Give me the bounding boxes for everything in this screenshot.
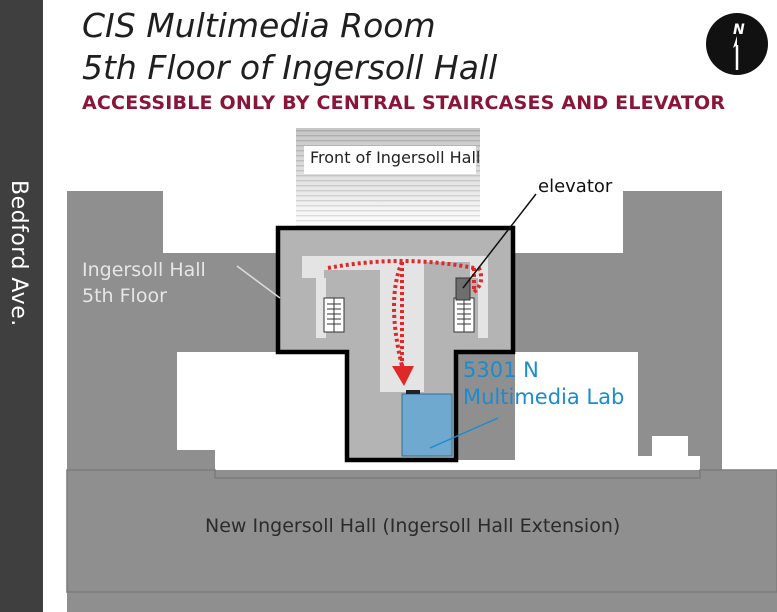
new-ingersoll-hall — [66, 469, 777, 593]
front-of-ingersoll-label: Front of Ingersoll Hall — [310, 148, 481, 167]
ingersoll-hall-floor: 5th Floor — [82, 284, 167, 307]
courtyard — [177, 352, 700, 470]
page-subtitle-floor: 5th Floor of Ingersoll Hall — [82, 48, 498, 87]
bedford-ave-street — [0, 0, 43, 612]
compass-letter: N — [733, 22, 745, 38]
street-label: Bedford Ave. — [6, 180, 31, 327]
access-note: ACCESSIBLE ONLY BY CENTRAL STAIRCASES AN… — [82, 92, 726, 114]
north-arrow-icon: N — [706, 13, 768, 75]
page-title: CIS Multimedia Room — [82, 6, 436, 45]
route-path — [327, 259, 484, 367]
new-ingersoll-label: New Ingersoll Hall (Ingersoll Hall Exten… — [205, 515, 621, 537]
ingersoll-hall-name: Ingersoll Hall — [82, 259, 206, 281]
west-staircase — [323, 297, 345, 333]
ingersoll-hall-label: Ingersoll Hall 5th Floor — [82, 258, 206, 309]
multimedia-lab-label: 5301 N Multimedia Lab — [463, 357, 624, 412]
multimedia-lab-room — [402, 394, 452, 456]
lab-room-number: 5301 N — [463, 358, 539, 382]
lab-room-name: Multimedia Lab — [463, 385, 625, 410]
elevator-label: elevator — [538, 176, 613, 197]
east-staircase — [453, 297, 475, 333]
route-arrowhead — [392, 366, 414, 386]
corridor — [302, 256, 488, 392]
